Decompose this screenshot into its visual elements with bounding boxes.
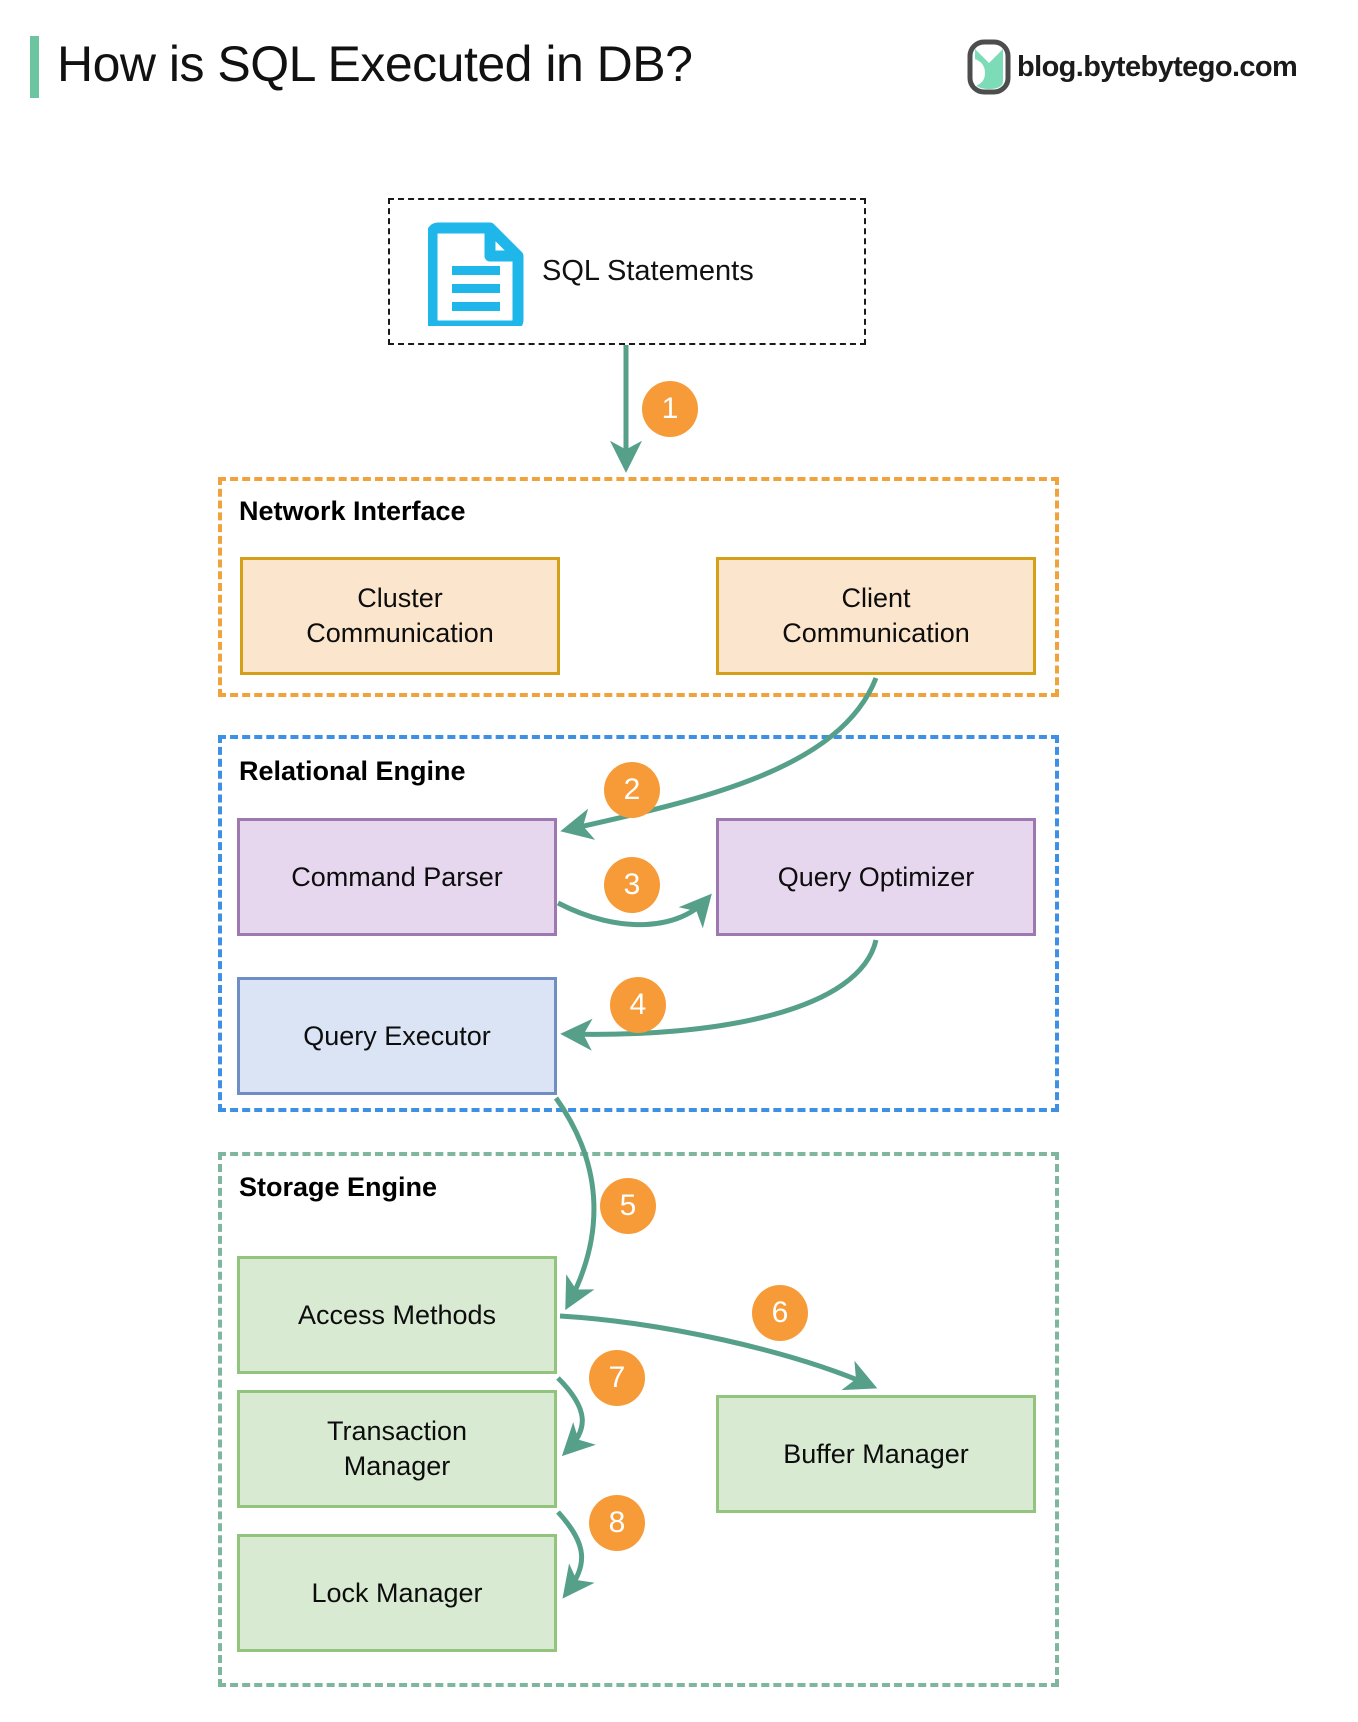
page-title: How is SQL Executed in DB? (57, 36, 693, 92)
group-title-storage-engine: Storage Engine (239, 1172, 438, 1202)
node-label: Cluster Communication (306, 581, 494, 650)
sql-statements-source-box: SQL Statements (388, 198, 866, 345)
node-command-parser[interactable]: Command Parser (237, 818, 557, 936)
step-badge-4: 4 (610, 977, 666, 1033)
node-label: Client Communication (782, 581, 970, 650)
node-lock-manager[interactable]: Lock Manager (237, 1534, 557, 1652)
node-buffer-manager[interactable]: Buffer Manager (716, 1395, 1036, 1513)
node-label: Query Executor (303, 1020, 491, 1051)
node-label-line2: Manager (343, 1451, 451, 1481)
group-title-relational-engine: Relational Engine (239, 756, 466, 786)
step-badge-3: 3 (604, 857, 660, 913)
node-label: Buffer Manager (783, 1438, 969, 1469)
brand-watermark: blog.bytebytego.com (967, 38, 1298, 96)
step-badge-8: 8 (589, 1495, 645, 1551)
step-badge-5: 5 (600, 1178, 656, 1234)
step-badge-7: 7 (589, 1350, 645, 1406)
document-icon (428, 222, 524, 326)
node-label-line1: Client (841, 583, 911, 614)
group-storage-engine (218, 1152, 1059, 1687)
node-query-executor[interactable]: Query Executor (237, 977, 557, 1095)
group-title-network-interface: Network Interface (239, 496, 466, 526)
step-badge-2: 2 (604, 762, 660, 818)
node-label-line1: Cluster (357, 583, 443, 614)
node-label-line2: Communication (782, 618, 970, 648)
node-query-optimizer[interactable]: Query Optimizer (716, 818, 1036, 936)
step-badge-6: 6 (752, 1285, 808, 1341)
step-badge-1: 1 (642, 381, 698, 437)
node-transaction-manager[interactable]: Transaction Manager (237, 1390, 557, 1508)
node-label-line1: Transaction (326, 1416, 468, 1447)
sql-statements-label: SQL Statements (542, 255, 754, 287)
title-accent-bar (30, 36, 39, 98)
page-header: How is SQL Executed in DB? blog.bytebyte… (0, 0, 1358, 130)
node-label: Command Parser (291, 861, 503, 892)
node-label-line2: Communication (306, 618, 494, 648)
node-label: Lock Manager (311, 1577, 483, 1608)
brand-text: blog.bytebytego.com (1017, 50, 1298, 83)
node-client-communication[interactable]: Client Communication (716, 557, 1036, 675)
node-label: Access Methods (297, 1299, 497, 1330)
bytebytego-logo-icon (967, 39, 1011, 95)
node-label: Transaction Manager (327, 1414, 467, 1483)
node-label: Query Optimizer (777, 861, 975, 892)
node-access-methods[interactable]: Access Methods (237, 1256, 557, 1374)
node-cluster-communication[interactable]: Cluster Communication (240, 557, 560, 675)
